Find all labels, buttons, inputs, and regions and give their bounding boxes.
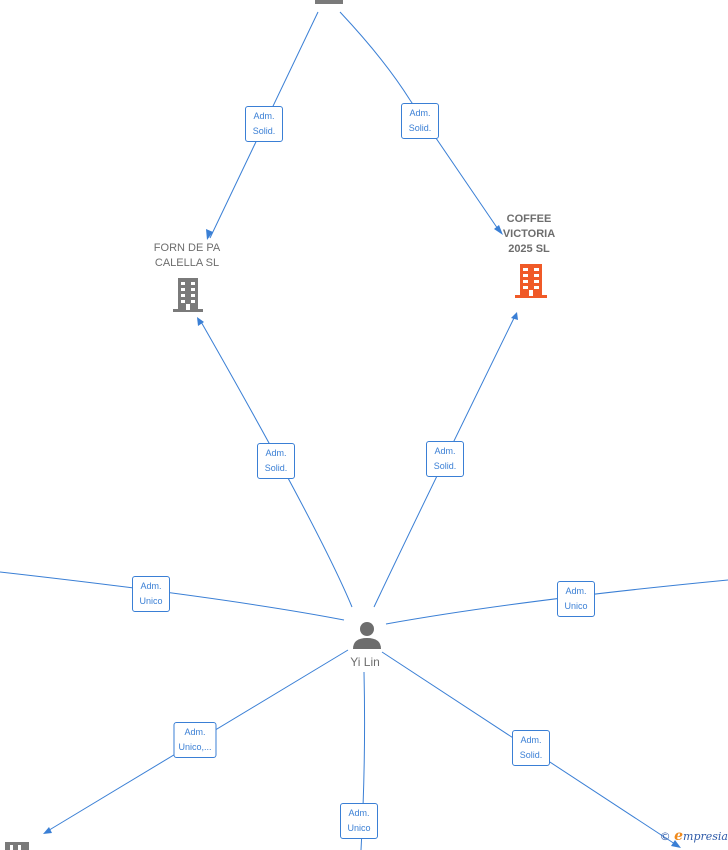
building-icon[interactable] xyxy=(172,277,204,313)
arrowhead-bottom-left xyxy=(43,827,52,834)
edge-top-to-coffee xyxy=(339,11,501,233)
edge-label[interactable]: Adm. Unico xyxy=(340,803,378,839)
edge-person-to-forn xyxy=(199,319,353,608)
company-name-forn[interactable]: FORN DE PA CALELLA SL xyxy=(153,242,221,269)
building-icon xyxy=(315,0,343,4)
edge-label[interactable]: Adm. Unico xyxy=(557,581,595,617)
arrowhead-forn-bottom xyxy=(197,317,204,326)
arrowhead-coffee-bottom xyxy=(511,312,518,320)
arrowhead-forn-top xyxy=(206,229,213,240)
edge-label[interactable]: Adm. Solid. xyxy=(257,443,295,479)
edge-label[interactable]: Adm. Unico xyxy=(132,576,170,612)
edge-label[interactable]: Adm. Solid. xyxy=(512,730,550,766)
arrowhead-bottom-right xyxy=(671,840,681,848)
person-icon[interactable] xyxy=(352,620,382,650)
edge-label[interactable]: Adm. Solid. xyxy=(426,441,464,477)
edge-label[interactable]: Adm. Solid. xyxy=(401,103,439,139)
edge-person-to-coffee xyxy=(373,315,516,608)
empresia-logo: © empresia xyxy=(659,828,728,844)
edge-label[interactable]: Adm. Unico,... xyxy=(173,722,217,758)
building-icon[interactable] xyxy=(514,263,548,299)
edge-person-to-right xyxy=(385,579,728,625)
edge-person-to-left xyxy=(0,571,345,621)
person-name[interactable]: Yi Lin xyxy=(350,655,380,669)
company-name-coffee[interactable]: COFFEE VICTORIA 2025 SL xyxy=(502,213,556,255)
edge-label[interactable]: Adm. Solid. xyxy=(245,106,283,142)
building-icon xyxy=(5,842,29,850)
arrowhead-coffee-top xyxy=(494,225,503,235)
